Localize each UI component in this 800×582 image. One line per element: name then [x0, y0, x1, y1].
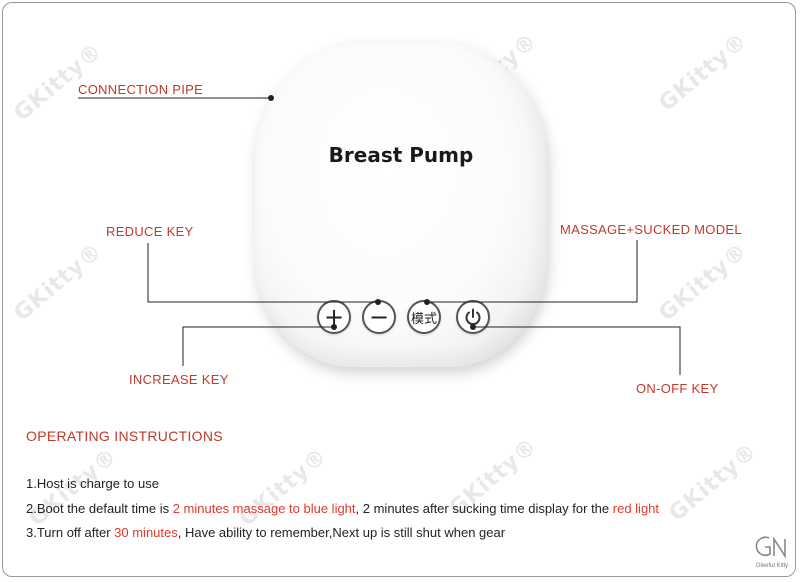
massage-model-leader — [427, 240, 638, 303]
massage-model-dot — [424, 299, 430, 305]
connection-pipe-dot — [268, 95, 274, 101]
device-title: Breast Pump — [328, 143, 474, 167]
increase-key-button[interactable]: + — [317, 300, 351, 334]
instruction-line-1: 1.Host is charge to use — [26, 476, 159, 491]
brand-logo: Gleeful Kitty — [748, 534, 796, 569]
instructions-heading: OPERATING INSTRUCTIONS — [26, 428, 223, 444]
instruction-line-3-text: 3.Turn off after — [26, 525, 115, 540]
increase-key-label: INCREASE KEY — [129, 372, 229, 387]
instruction-line-2: 2.Boot the default time is 2 minutes mas… — [26, 501, 659, 516]
minus-icon: − — [368, 303, 390, 331]
mode-key-button[interactable]: 模式 — [407, 300, 441, 334]
on-off-key-label: ON-OFF KEY — [636, 381, 719, 396]
massage-model-label: MASSAGE+SUCKED MODEL — [560, 222, 742, 237]
reduce-key-label: REDUCE KEY — [106, 224, 194, 239]
connection-pipe-label: CONNECTION PIPE — [78, 82, 204, 97]
breast-pump-device: Breast Pump — [255, 42, 547, 367]
instruction-line-3: 3.Turn off after 30 minutes, Have abilit… — [26, 525, 505, 540]
on-off-key-leader — [473, 326, 681, 375]
reduce-key-dot — [375, 299, 381, 305]
increase-key-dot — [331, 324, 337, 330]
reduce-key-button[interactable]: − — [362, 300, 396, 334]
brand-mark-icon — [755, 536, 786, 559]
instruction-highlight: red light — [612, 501, 660, 516]
increase-key-leader — [182, 326, 334, 366]
brand-caption: Gleeful Kitty — [755, 563, 789, 569]
instruction-highlight: 2 minutes massage to blue light — [172, 501, 356, 516]
plus-icon: + — [323, 303, 345, 331]
mode-key-label: 模式 — [410, 311, 437, 327]
instruction-line-2-text: 2.Boot the default time is — [26, 501, 173, 516]
instruction-line-3-text: , Have ability to remember,Next up is st… — [177, 525, 506, 540]
instruction-highlight: 30 minutes — [114, 525, 178, 540]
reduce-key-leader — [147, 243, 378, 303]
on-off-key-dot — [470, 324, 476, 330]
instruction-line-2-text: , 2 minutes after sucking time display f… — [355, 501, 613, 516]
